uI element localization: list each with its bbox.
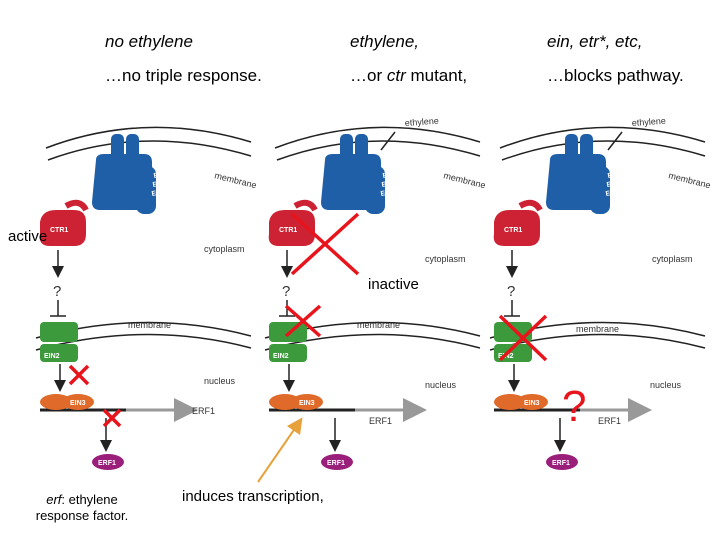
receptor-label-ers2: ERS2 (605, 188, 624, 198)
receptor-label-ers2: ERS2 (380, 188, 399, 198)
receptor-label-etr2: ETR2 (153, 170, 172, 180)
label-membrane-nuclear: membrane (128, 320, 171, 330)
induces-arrow (257, 417, 303, 483)
label-erf1-gene: ERF1 (598, 416, 621, 426)
receptor-label-ein4: EIN4 (381, 179, 398, 189)
erf1-protein-label: ERF1 (98, 460, 116, 467)
panel-mutant: ethylene ETR1 ERS1 ETR2 EIN4 ERS2 membra… (490, 116, 712, 470)
col2-subtitle: …or ctr mutant, (350, 66, 467, 86)
col1-title: no ethylene (105, 32, 193, 51)
col1-subtitle: …no triple response. (105, 66, 262, 85)
label-membrane-nuclear: membrane (357, 320, 400, 330)
panel-no-ethylene: ETR1 ERS1 ETR2 EIN4 ERS2 membrane CTR1 c… (36, 127, 258, 470)
label-cytoplasm: cytoplasm (652, 254, 693, 264)
col2-title: ethylene, (350, 32, 419, 51)
ethylene-arrow (380, 131, 396, 151)
annotation-inactive: inactive (368, 276, 419, 293)
receptor-label-ein4: EIN4 (606, 179, 623, 189)
ein3-label: EIN3 (299, 400, 315, 407)
ein2-label: EIN2 (273, 353, 289, 360)
question-mark: ? (53, 283, 61, 300)
annotation-induces: induces transcription, (182, 488, 324, 505)
ethylene-arrow (607, 131, 623, 151)
label-membrane: membrane (443, 170, 487, 190)
label-nucleus: nucleus (204, 376, 236, 386)
erf-term: erf (46, 492, 62, 507)
ein2-label: EIN2 (44, 353, 60, 360)
col3-subtitle: …blocks pathway. (547, 66, 684, 85)
label-membrane: membrane (668, 170, 712, 190)
erf-line1-rest: : ethylene (61, 492, 118, 507)
ein3-label: EIN3 (70, 400, 86, 407)
annotation-erf-definition: erf: ethylene response factor. (20, 492, 144, 524)
question-mark: ? (282, 283, 290, 300)
label-erf1-gene: ERF1 (192, 406, 215, 416)
receptor-label-ers1: ERS1 (154, 161, 173, 171)
col2-subtitle-em: ctr (386, 66, 406, 85)
label-membrane-nuclear: membrane (576, 324, 619, 334)
label-nucleus: nucleus (650, 380, 682, 390)
receptor-label-etr2: ETR2 (382, 170, 401, 180)
ein3-label: EIN3 (524, 400, 540, 407)
big-question-mark: ? (562, 382, 587, 431)
receptor-label-ers1: ERS1 (608, 161, 627, 171)
cross-ein2-ein3-panel1 (68, 364, 90, 386)
label-ethylene: ethylene (404, 116, 439, 128)
receptor-label-etr2: ETR2 (607, 170, 626, 180)
cross-ctr1-panel2 (290, 212, 360, 276)
receptor-label-ers1: ERS1 (383, 161, 402, 171)
receptor-label-ers2: ERS2 (151, 188, 170, 198)
col2-subtitle-pre: …or (350, 66, 387, 85)
receptor-label-etr1: ETR1 (384, 152, 403, 162)
label-cytoplasm: cytoplasm (425, 254, 466, 264)
erf1-protein-label: ERF1 (552, 460, 570, 467)
ctr1-label: CTR1 (504, 227, 522, 234)
erf1-protein-label: ERF1 (327, 460, 345, 467)
receptor-label-etr1: ETR1 (155, 152, 174, 162)
label-nucleus: nucleus (425, 380, 457, 390)
question-mark: ? (507, 283, 515, 300)
erf-line2: response factor. (35, 508, 129, 523)
label-membrane: membrane (214, 170, 258, 190)
ctr1-label: CTR1 (50, 227, 68, 234)
receptor-label-ein4: EIN4 (152, 179, 169, 189)
cross-t-bar-panel2 (284, 304, 322, 338)
col2-subtitle-post: mutant, (405, 66, 468, 85)
cross-ein3-erf1-panel1 (102, 408, 122, 428)
col3-title: ein, etr*, etc, (547, 32, 643, 51)
label-ethylene: ethylene (631, 116, 666, 128)
erf-line1: erf: ethylene (20, 492, 144, 508)
label-cytoplasm: cytoplasm (204, 244, 245, 254)
label-erf1-gene: ERF1 (369, 416, 392, 426)
cross-ein2-panel3 (498, 314, 548, 362)
red-cross-marks (68, 212, 548, 428)
receptor-label-etr1: ETR1 (609, 152, 628, 162)
annotation-active: active (8, 228, 48, 245)
ctr1-label: CTR1 (279, 227, 297, 234)
